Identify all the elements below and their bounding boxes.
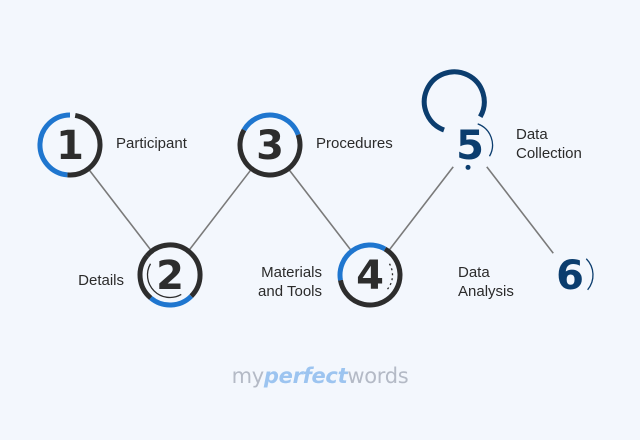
- step-5-circle: 5: [421, 69, 498, 173]
- step-2-ring-arc-2: [149, 294, 193, 308]
- step-3-number: 3: [256, 123, 284, 169]
- step-4-inner-dots: [386, 263, 394, 290]
- logo-part-my: my: [231, 364, 265, 388]
- step-2-ring-arc-1: [145, 242, 203, 298]
- step-3-circle: 3: [237, 112, 303, 178]
- step-5-ring-arc-1: [421, 69, 487, 133]
- step-3-ring-arc-1: [241, 112, 301, 136]
- step-4-fill: [342, 247, 398, 303]
- logo-part-perfect: perfect: [263, 364, 348, 388]
- step-1-ring-arc-1: [67, 112, 103, 178]
- brand-logo: myperfectwords: [0, 364, 640, 388]
- step-4-ring-arc-2: [337, 242, 387, 281]
- step-2-number: 2: [156, 253, 184, 299]
- step-2-ring-arc-3: [137, 254, 153, 300]
- step-2-circle: 2: [137, 242, 203, 308]
- step-5-label: Data Collection: [516, 126, 582, 162]
- step-6-number: 6: [556, 253, 584, 299]
- step-2-label: Details: [78, 272, 124, 289]
- step-5-number: 5: [456, 123, 484, 169]
- step-1-fill: [42, 117, 98, 173]
- step-3-ring-arc-2: [237, 128, 303, 178]
- step-6-fill: [542, 247, 598, 303]
- step-5-inner-arc: [477, 123, 494, 157]
- step-4-ring-arc-1: [337, 246, 403, 308]
- step-3-label: Procedures: [316, 135, 393, 152]
- step-3-fill: [242, 117, 298, 173]
- step-circles: 1 2 3 4 5 6: [37, 69, 598, 308]
- step-6-circle: 6: [542, 247, 598, 303]
- step-5-fill: [442, 117, 498, 173]
- step-2-inner-arc: [146, 263, 182, 299]
- step-5-inner-dot: [465, 164, 471, 170]
- step-1-number: 1: [56, 123, 84, 169]
- step-4-number: 4: [356, 253, 384, 299]
- step-4-label: Materials and Tools: [258, 264, 322, 300]
- logo-part-words: words: [347, 364, 409, 388]
- step-1-ring-arc-2: [37, 112, 71, 178]
- step-6-label: Data Analysis: [458, 264, 514, 300]
- step-6-inner-arc: [585, 258, 594, 291]
- step-1-circle: 1: [37, 112, 103, 178]
- step-1-label: Participant: [116, 135, 187, 152]
- step-4-circle: 4: [337, 242, 403, 308]
- step-2-fill: [142, 247, 198, 303]
